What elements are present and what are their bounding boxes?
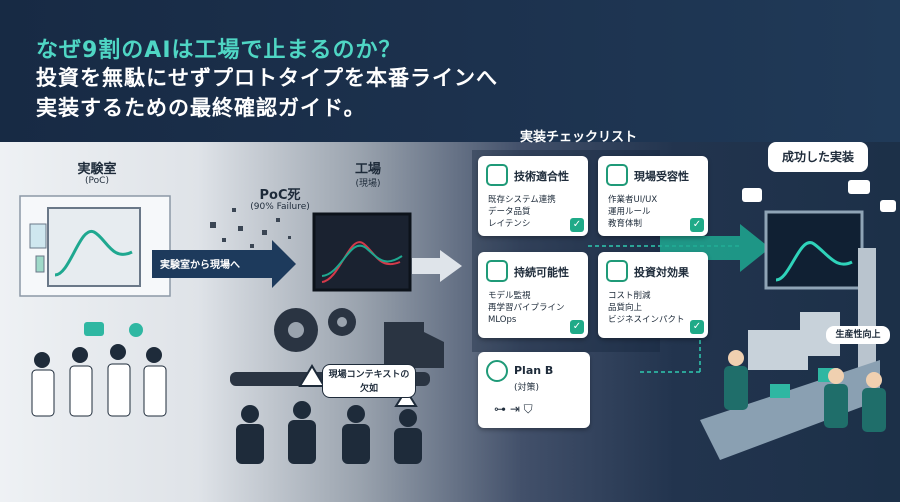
card-title: 現場受容性 <box>634 170 689 183</box>
lab-subtitle: (PoC) <box>85 176 109 186</box>
people-icon <box>606 164 628 186</box>
card-title: 技術適合性 <box>514 170 569 183</box>
card-body: モデル監視 再学習パイプライン MLOps <box>488 291 565 325</box>
card-body: コスト削減 品質向上 ビジネスインパクト <box>608 291 685 325</box>
recycle-icon <box>486 260 508 282</box>
headline-question: なぜ9割のAIは工場で止まるのか？ <box>36 38 402 63</box>
productivity-badge: 生産性向上 <box>826 326 890 344</box>
lab-title: 実験室 <box>77 162 117 177</box>
header-band <box>0 0 900 142</box>
happy-workers <box>724 350 886 432</box>
check-icon: ✓ <box>570 218 584 232</box>
poc-death-title: PoC死 <box>259 188 301 203</box>
card-body: 既存システム連携 データ品質 レイテンシ <box>488 195 556 229</box>
card-title: 持続可能性 <box>514 266 569 279</box>
card-plan-b: Plan B (対策) ⊶ ⇥ ⛉ <box>478 352 590 428</box>
arrow-lab-to-factory <box>152 240 296 288</box>
planb-title: Plan B <box>514 364 554 377</box>
particles <box>210 208 291 248</box>
factory-subtitle: (現場) <box>355 179 381 189</box>
context-missing-bubble: 現場コンテキストの 欠如 <box>322 364 416 398</box>
card-roi: 投資対効果 コスト削減 品質向上 ビジネスインパクト ✓ <box>598 252 708 338</box>
arrow-lab-label: 実験室から現場へ <box>160 260 240 271</box>
checklist-title: 実装チェックリスト <box>520 130 638 145</box>
headline-line-2: 投資を無駄にせずプロトタイプを本番ラインへ <box>36 66 498 90</box>
card-title: 投資対効果 <box>634 266 689 279</box>
headline-line-3: 実装するための最終確認ガイド。 <box>36 96 366 120</box>
check-icon: ✓ <box>690 218 704 232</box>
warning-icons <box>298 364 418 407</box>
card-technical-fit: 技術適合性 既存システム連携 データ品質 レイテンシ ✓ <box>478 156 588 236</box>
chat-bubbles <box>742 180 896 212</box>
lab-illustration <box>19 195 171 297</box>
poc-death-subtitle: (90% Failure) <box>250 202 310 212</box>
factory-title: 工場 <box>354 162 381 177</box>
flow-icon: ⊶ ⇥ ⛉ <box>494 402 533 416</box>
arrow-factory-to-checklist <box>412 250 462 282</box>
chip-icon <box>486 164 508 186</box>
success-bubble: 成功した実装 <box>768 142 868 172</box>
card-body: 作業者UI/UX 運用ルール 教育体制 <box>608 195 658 229</box>
check-icon: ✓ <box>570 320 584 334</box>
growth-icon <box>606 260 628 282</box>
card-site-acceptance: 現場受容性 作業者UI/UX 運用ルール 教育体制 ✓ <box>598 156 708 236</box>
worried-workers <box>236 401 422 464</box>
factory-monitor <box>312 212 412 292</box>
planb-subtitle: (対策) <box>514 383 540 393</box>
gear-icon <box>486 360 508 382</box>
lab-people-illustration <box>31 322 167 417</box>
card-sustainability: 持続可能性 モデル監視 再学習パイプライン MLOps ✓ <box>478 252 588 338</box>
check-icon: ✓ <box>690 320 704 334</box>
success-monitor <box>764 210 876 368</box>
